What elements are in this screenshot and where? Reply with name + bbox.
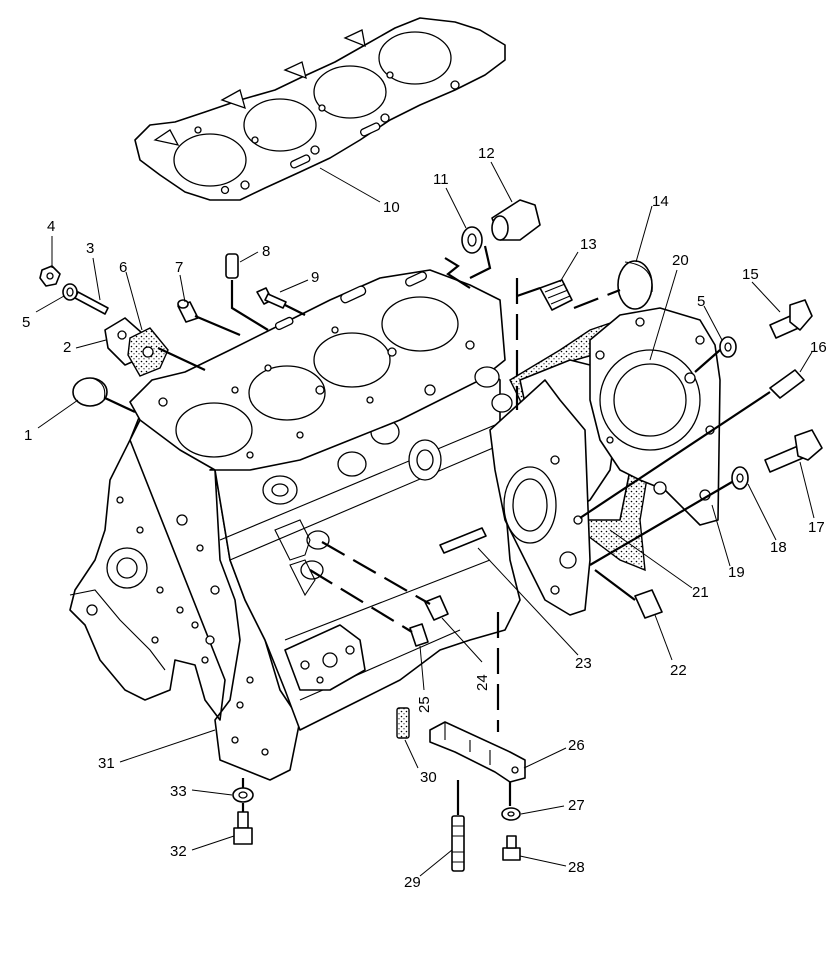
part-28-bolt: [502, 835, 521, 861]
callout-14: 14: [652, 193, 669, 210]
front-plate: [489, 379, 591, 616]
part-5-washer: [62, 283, 78, 301]
callout-15: 15: [742, 266, 759, 283]
part-30-pin: [396, 707, 410, 739]
callout-5: 5: [22, 314, 30, 331]
callout-30: 30: [420, 769, 437, 786]
callout-6: 6: [119, 259, 127, 276]
callout-22: 22: [670, 662, 687, 679]
callout-11: 11: [433, 171, 449, 188]
cylinder-block: [69, 269, 521, 781]
part-4-nut: [39, 265, 61, 287]
callout-17: 17: [808, 519, 825, 536]
callout-32: 32: [170, 843, 187, 860]
part-27-washer: [501, 807, 521, 821]
callout-21: 21: [692, 584, 709, 601]
part-5b-washer: [719, 336, 737, 358]
part-26-bracket: [429, 721, 526, 783]
part-7-plug: [177, 299, 199, 323]
part-22-plug: [634, 589, 663, 619]
callout-13: 13: [580, 236, 597, 253]
part-17-bolt: [764, 429, 823, 473]
callout-9: 9: [311, 269, 319, 286]
callout-3: 3: [86, 240, 94, 257]
callout-12: 12: [478, 145, 495, 162]
head-gasket: [134, 17, 506, 201]
part-29-stud: [451, 815, 465, 872]
callout-19: 19: [728, 564, 745, 581]
part-13-plug: [539, 279, 573, 311]
callout-7: 7: [175, 259, 183, 276]
callout-29: 29: [404, 874, 421, 891]
part-25-plug: [409, 623, 429, 647]
part-15-bolt: [769, 299, 813, 339]
assembly-lines: [104, 245, 771, 815]
part-24-plug: [424, 595, 449, 621]
callout-28: 28: [568, 859, 585, 876]
part-8-dowel: [225, 253, 239, 279]
part-3-stud: [74, 291, 109, 315]
part-14-cap: [617, 260, 653, 310]
callout-23: 23: [575, 655, 592, 672]
callout-31: 31: [98, 755, 115, 772]
callout-10: 10: [383, 199, 400, 216]
part-16-dowel: [769, 369, 805, 399]
part-11-washer: [461, 226, 483, 254]
callout-18: 18: [770, 539, 787, 556]
part-23-stud: [439, 527, 487, 554]
part-33-washer: [232, 787, 254, 803]
callout-5b: 5: [697, 293, 705, 310]
part-32-bolt: [233, 811, 253, 845]
callout-33: 33: [170, 783, 187, 800]
part-12-plug: [491, 199, 541, 241]
part-9-bolt: [256, 287, 287, 309]
part-18-washer: [731, 466, 749, 490]
callout-4: 4: [47, 218, 55, 235]
callout-24: 24: [474, 674, 491, 691]
part-6-gasket: [127, 327, 169, 377]
part-1-plug: [72, 377, 108, 407]
callout-20: 20: [672, 252, 689, 269]
leader-lines: [35, 161, 815, 877]
callout-26: 26: [568, 737, 585, 754]
callout-2: 2: [63, 339, 71, 356]
callout-1: 1: [24, 427, 32, 444]
flywheel-housing: [589, 307, 721, 526]
callout-labels: 1 2 3 4 5 5 6 7 8 9 10 11 12 13 14 15 16…: [22, 145, 827, 891]
callout-25: 25: [416, 696, 433, 713]
callout-16: 16: [810, 339, 827, 356]
callout-27: 27: [568, 797, 585, 814]
callout-8: 8: [262, 243, 270, 260]
